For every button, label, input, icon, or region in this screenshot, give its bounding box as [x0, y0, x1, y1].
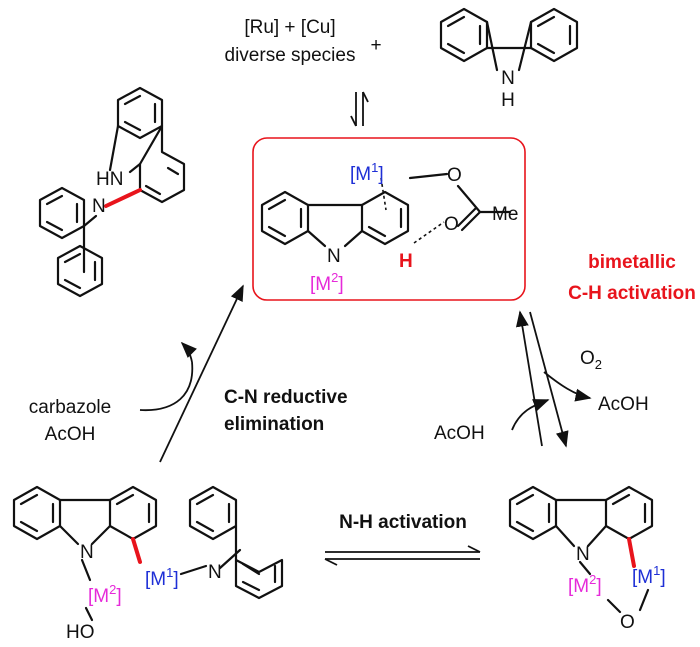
- bottom-left-m1: [M1]: [145, 565, 179, 590]
- nh-activation-label: N-H activation: [339, 512, 467, 533]
- center-complex-box: [252, 137, 526, 301]
- center-o1-label: O: [447, 165, 462, 186]
- center-me-label: Me: [492, 204, 518, 225]
- reagents-line2: diverse species: [225, 45, 356, 66]
- left-product-hn: HN: [96, 169, 123, 190]
- left-product-n: N: [92, 196, 106, 217]
- equilibrium-arrow-top: [350, 91, 369, 127]
- plus-sign: +: [370, 35, 381, 56]
- equilibrium-arrow-right: [511, 310, 592, 448]
- acoh-out-label: AcOH: [598, 394, 649, 415]
- bottom-right-n: N: [576, 544, 590, 565]
- acoh-in-label: AcOH: [434, 423, 485, 444]
- carbazole-label: carbazole: [29, 397, 111, 418]
- bottom-left-n2: N: [208, 562, 222, 583]
- bottom-right-o: O: [620, 612, 635, 633]
- center-n-label: N: [327, 246, 341, 267]
- bottom-left-complex-structure: [12, 485, 284, 622]
- cn-reductive-label-line2: elimination: [224, 414, 324, 435]
- bimetallic-label-line2: C-H activation: [568, 283, 696, 304]
- bimetallic-label-line1: bimetallic: [588, 252, 676, 273]
- top-carbazole-structure: [439, 7, 579, 72]
- nh-activation-equilibrium-arrow: [324, 545, 481, 566]
- bottom-right-complex-structure: [508, 485, 654, 614]
- center-m1-label: [M1]: [350, 160, 384, 185]
- center-o2-label: O: [444, 214, 459, 235]
- bottom-left-m2: [M2]: [88, 582, 122, 607]
- top-carbazole-n: N: [501, 68, 515, 89]
- reagents-line1: [Ru] + [Cu]: [244, 17, 335, 38]
- bottom-right-m2: [M2]: [568, 572, 602, 597]
- left-product-structure: [38, 86, 186, 298]
- center-carbazole-structure: [260, 172, 512, 248]
- center-m2-label: [M2]: [310, 270, 344, 295]
- bottom-right-m1: [M1]: [632, 563, 666, 588]
- cn-reductive-label-line1: C-N reductive: [224, 387, 348, 408]
- bottom-left-n1: N: [80, 542, 94, 563]
- center-h-label: H: [399, 251, 413, 272]
- top-carbazole-h: H: [501, 90, 515, 111]
- o2-label: O2: [580, 348, 602, 372]
- reductive-elimination-arrow: [139, 284, 244, 463]
- bottom-left-ho: HO: [66, 622, 95, 643]
- acoh-left-label: AcOH: [45, 424, 96, 445]
